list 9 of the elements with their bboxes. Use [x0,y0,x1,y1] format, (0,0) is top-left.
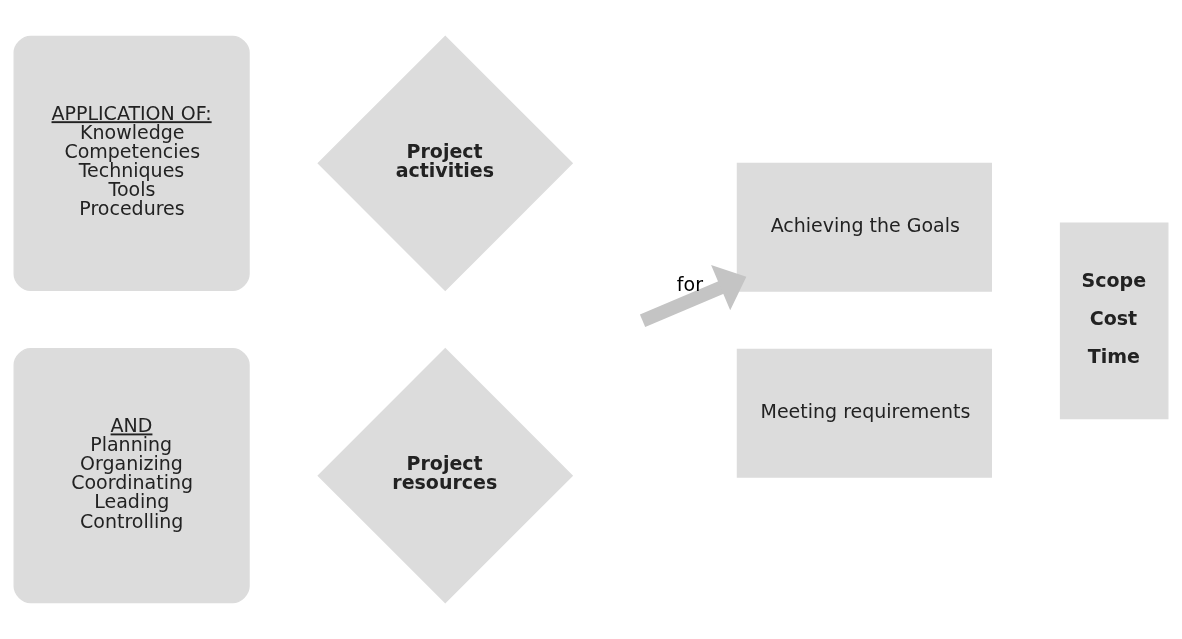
node-diamond: Project activities [317,35,574,292]
edge-label: for [676,273,703,296]
node-box: APPLICATION OF: Knowledge Competencies Techniques Tools Procedures [13,35,250,291]
node-box: AND Planning Organizing Coordinating Leading Controlling [13,348,250,604]
node-box: Meeting requirements [736,348,992,478]
node-box: Scope Cost Time [1059,222,1169,420]
node-box: Achieving the Goals [736,162,992,292]
node-diamond: Project resources [317,347,574,604]
arrow [639,265,747,328]
